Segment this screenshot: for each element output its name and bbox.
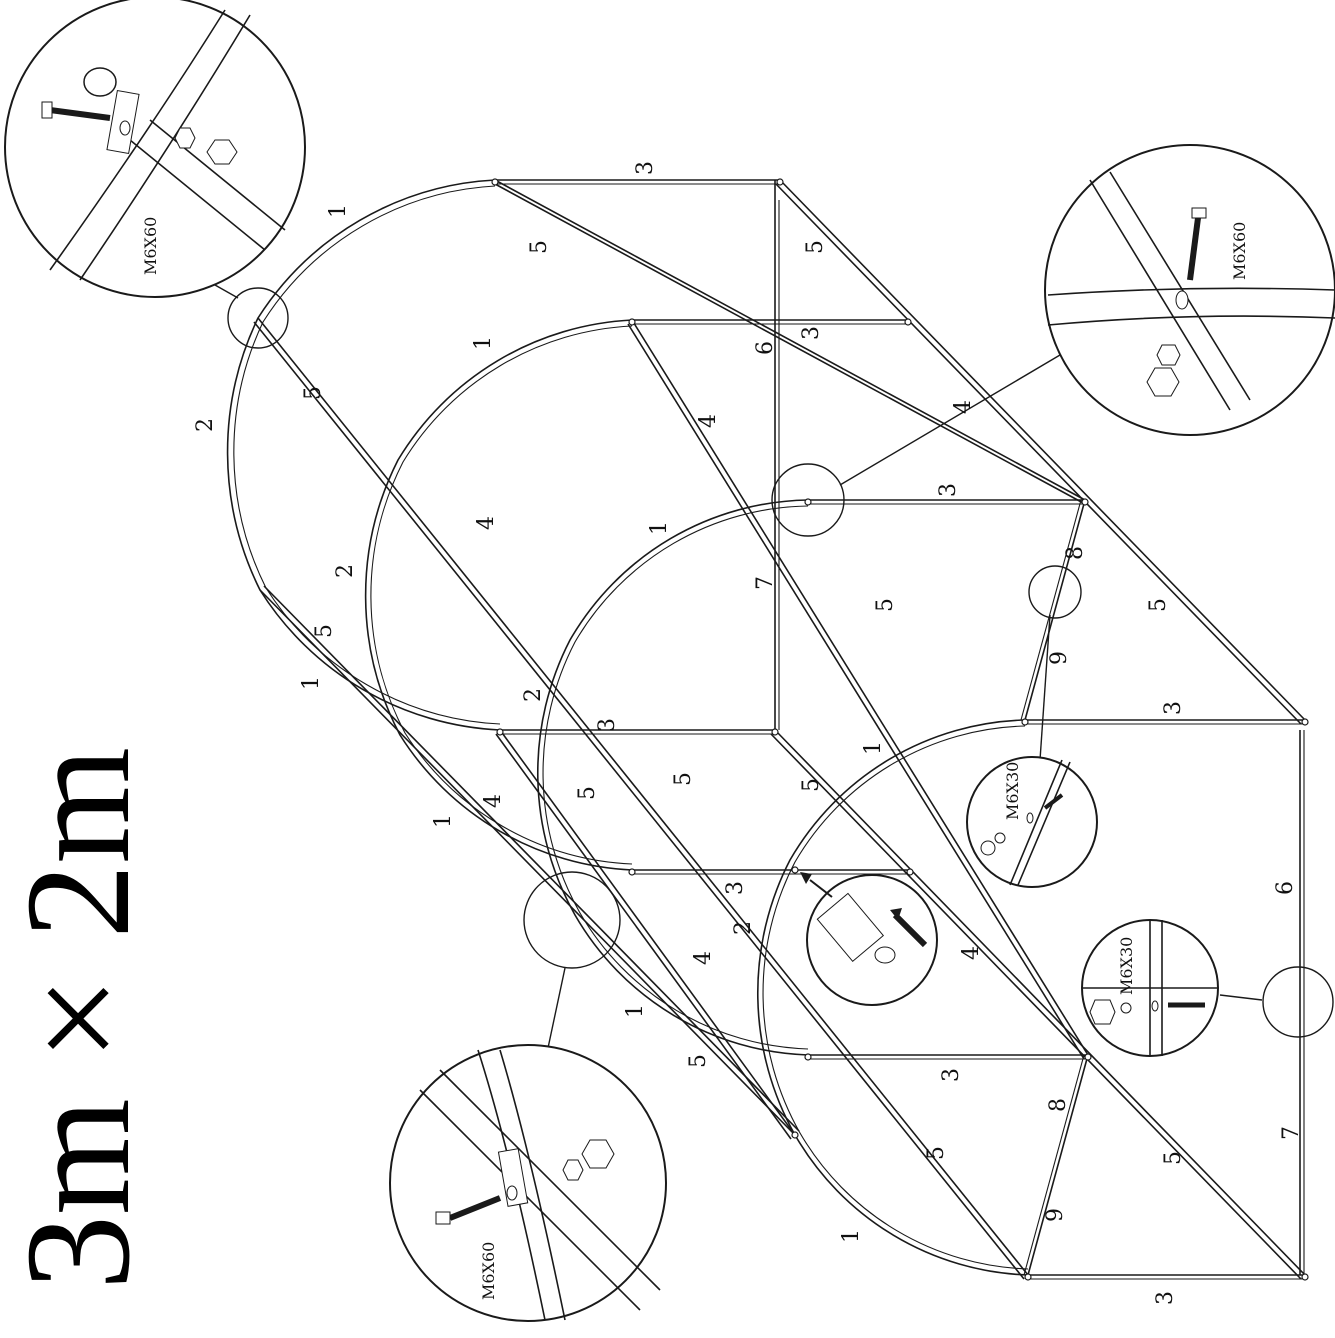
- part-label: 5: [803, 240, 828, 254]
- part-label: 3: [939, 1068, 964, 1082]
- part-label: 1: [326, 204, 351, 218]
- bolt-label-bottom-left: M6X60: [479, 1242, 498, 1300]
- joint-circle-ridge: [1262, 966, 1334, 1038]
- part-label: 3: [1153, 1291, 1178, 1305]
- part-label: 3: [723, 881, 748, 895]
- size-title: 3m × 2m: [0, 747, 161, 1290]
- part-label: 4: [691, 951, 716, 965]
- detail-center-insert: [800, 872, 938, 1006]
- part-label: 4: [959, 946, 984, 960]
- part-number-labels: 3 1 5 5 1 6 3 5 4 4 2 3 4 1 8 2 7 5 5 5 …: [193, 161, 1304, 1305]
- part-label: 7: [1279, 1126, 1304, 1140]
- part-label: 5: [1146, 598, 1171, 612]
- bolt-label-top-left: M6X60: [141, 217, 160, 275]
- part-label: 2: [193, 418, 218, 432]
- joint-circle-center: [771, 463, 845, 537]
- part-label: 4: [696, 414, 721, 428]
- part-label: 6: [1273, 881, 1298, 895]
- bolt-label-mid-right: M6X30: [1003, 762, 1022, 820]
- part-label: 5: [873, 598, 898, 612]
- part-label: 3: [799, 326, 824, 340]
- part-label: 7: [753, 576, 778, 590]
- detail-lower-right: M6X30: [1081, 919, 1219, 1057]
- part-label: 3: [633, 161, 658, 175]
- joint-circle-left: [523, 871, 621, 969]
- part-label: 5: [1161, 1151, 1186, 1165]
- part-label: 4: [951, 400, 976, 414]
- part-label: 5: [686, 1054, 711, 1068]
- part-label: 1: [471, 336, 496, 350]
- part-label: 5: [527, 240, 552, 254]
- part-label: 4: [481, 794, 506, 808]
- part-label: 2: [731, 921, 756, 935]
- joint-circle-top-left: [227, 287, 289, 349]
- frame-structure: [226, 179, 1306, 1280]
- detail-right: M6X60: [1044, 144, 1335, 436]
- part-label: 2: [333, 564, 358, 578]
- part-label: 1: [861, 741, 886, 755]
- part-label: 5: [799, 778, 824, 792]
- part-label: 5: [671, 772, 696, 786]
- part-label: 8: [1046, 1098, 1071, 1112]
- part-label: 1: [839, 1229, 864, 1243]
- part-label: 2: [521, 688, 546, 702]
- part-label: 5: [924, 1146, 949, 1160]
- part-label: 1: [431, 814, 456, 828]
- joint-markers: [491, 178, 1309, 1281]
- part-label: 4: [474, 516, 499, 530]
- bolt-label-lower-right: M6X30: [1117, 937, 1136, 995]
- part-label: 3: [936, 483, 961, 497]
- part-label: 9: [1043, 1208, 1068, 1222]
- part-label: 9: [1047, 651, 1072, 665]
- joint-circle-door: [1028, 565, 1082, 619]
- part-label: 3: [595, 718, 620, 732]
- detail-top-left: M6X60: [4, 0, 306, 298]
- part-label: 1: [299, 676, 324, 690]
- part-label: 6: [753, 341, 778, 355]
- detail-bottom-left: M6X60: [389, 1044, 667, 1322]
- part-label: 5: [575, 786, 600, 800]
- part-label: 1: [623, 1004, 648, 1018]
- part-label: 5: [301, 386, 326, 400]
- part-label: 5: [312, 624, 337, 638]
- part-label: 3: [1161, 701, 1186, 715]
- part-label: 8: [1063, 546, 1088, 560]
- detail-mid-right: M6X30: [966, 756, 1098, 888]
- part-label: 1: [647, 521, 672, 535]
- bolt-label-right: M6X60: [1230, 222, 1249, 280]
